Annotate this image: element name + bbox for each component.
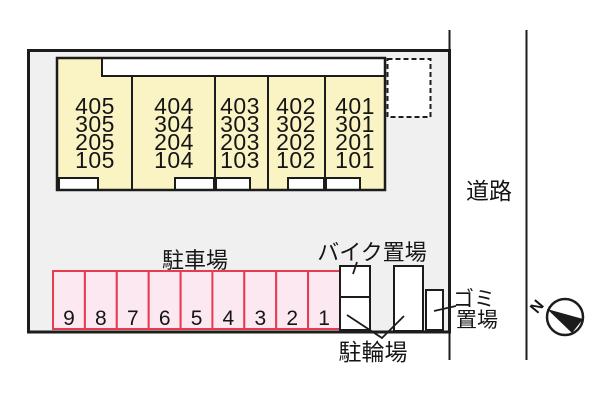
room-label: 402 <box>276 93 316 119</box>
room-numbers: 405 305 205 105 404 304 204 104 403 303 … <box>75 93 375 173</box>
room-label: 303 <box>220 111 260 137</box>
parking-stall <box>147 270 182 330</box>
building-outline-top <box>55 56 387 192</box>
room-label: 405 <box>75 93 115 119</box>
room-label: 301 <box>335 111 375 137</box>
bike-area-label: バイク置場 <box>317 240 427 265</box>
stall-number: 2 <box>286 307 298 330</box>
entrance-box <box>287 177 325 191</box>
room-label: 202 <box>276 129 316 155</box>
room-label: 203 <box>220 129 260 155</box>
bike-label-leader <box>352 261 358 275</box>
compass-north-label: N <box>527 297 547 317</box>
stall-number: 7 <box>127 307 139 330</box>
room-label: 205 <box>75 129 115 155</box>
parking-stall <box>52 270 86 330</box>
road-label: 道路 <box>466 178 512 204</box>
room-label: 305 <box>75 111 115 137</box>
room-label: 404 <box>154 93 194 119</box>
room-label: 204 <box>154 129 194 155</box>
entrance-box <box>58 177 99 191</box>
room-label: 401 <box>335 93 375 119</box>
room-label: 201 <box>335 129 375 155</box>
bicycle-label-leader <box>346 314 405 340</box>
parking-stall <box>307 270 342 330</box>
room-label: 302 <box>276 111 316 137</box>
parking-label: 駐車場 <box>162 248 228 273</box>
entrance-box <box>174 177 215 191</box>
stall-number: 1 <box>318 307 330 330</box>
compass-needle <box>547 309 583 333</box>
garbage-label-leader <box>433 305 457 312</box>
stall-number: 6 <box>159 307 171 330</box>
room-label: 105 <box>75 147 115 173</box>
bicycle-area-label: 駐輪場 <box>339 339 408 365</box>
parking-stall <box>83 270 118 330</box>
stall-number: 8 <box>95 307 107 330</box>
entrance-box <box>215 177 251 191</box>
stall-number: 5 <box>191 307 203 330</box>
room-label: 403 <box>220 93 260 119</box>
parking-stall <box>211 270 246 330</box>
stall-number: 3 <box>254 307 266 330</box>
dashed-annex-area <box>386 58 432 118</box>
room-label: 102 <box>276 147 316 173</box>
room-label: 101 <box>335 147 375 173</box>
stall-number: 4 <box>223 307 235 330</box>
room-label: 304 <box>154 111 194 137</box>
parking-area: 9 8 7 6 5 4 3 2 1 <box>52 270 342 330</box>
parking-stall <box>275 270 310 330</box>
entrance-box <box>325 177 361 191</box>
room-label: 103 <box>220 147 260 173</box>
room-label: 104 <box>154 147 194 173</box>
parking-stall <box>243 270 278 330</box>
building-corridor <box>101 57 386 77</box>
garbage-area-label-line2: 置場 <box>456 309 498 332</box>
parking-stall <box>179 270 214 330</box>
stall-number: 9 <box>63 307 75 330</box>
parking-stall-numbers: 9 8 7 6 5 4 3 2 1 <box>63 307 330 330</box>
garbage-area-label-line1: ゴミ <box>453 288 495 311</box>
compass: N <box>527 297 585 337</box>
